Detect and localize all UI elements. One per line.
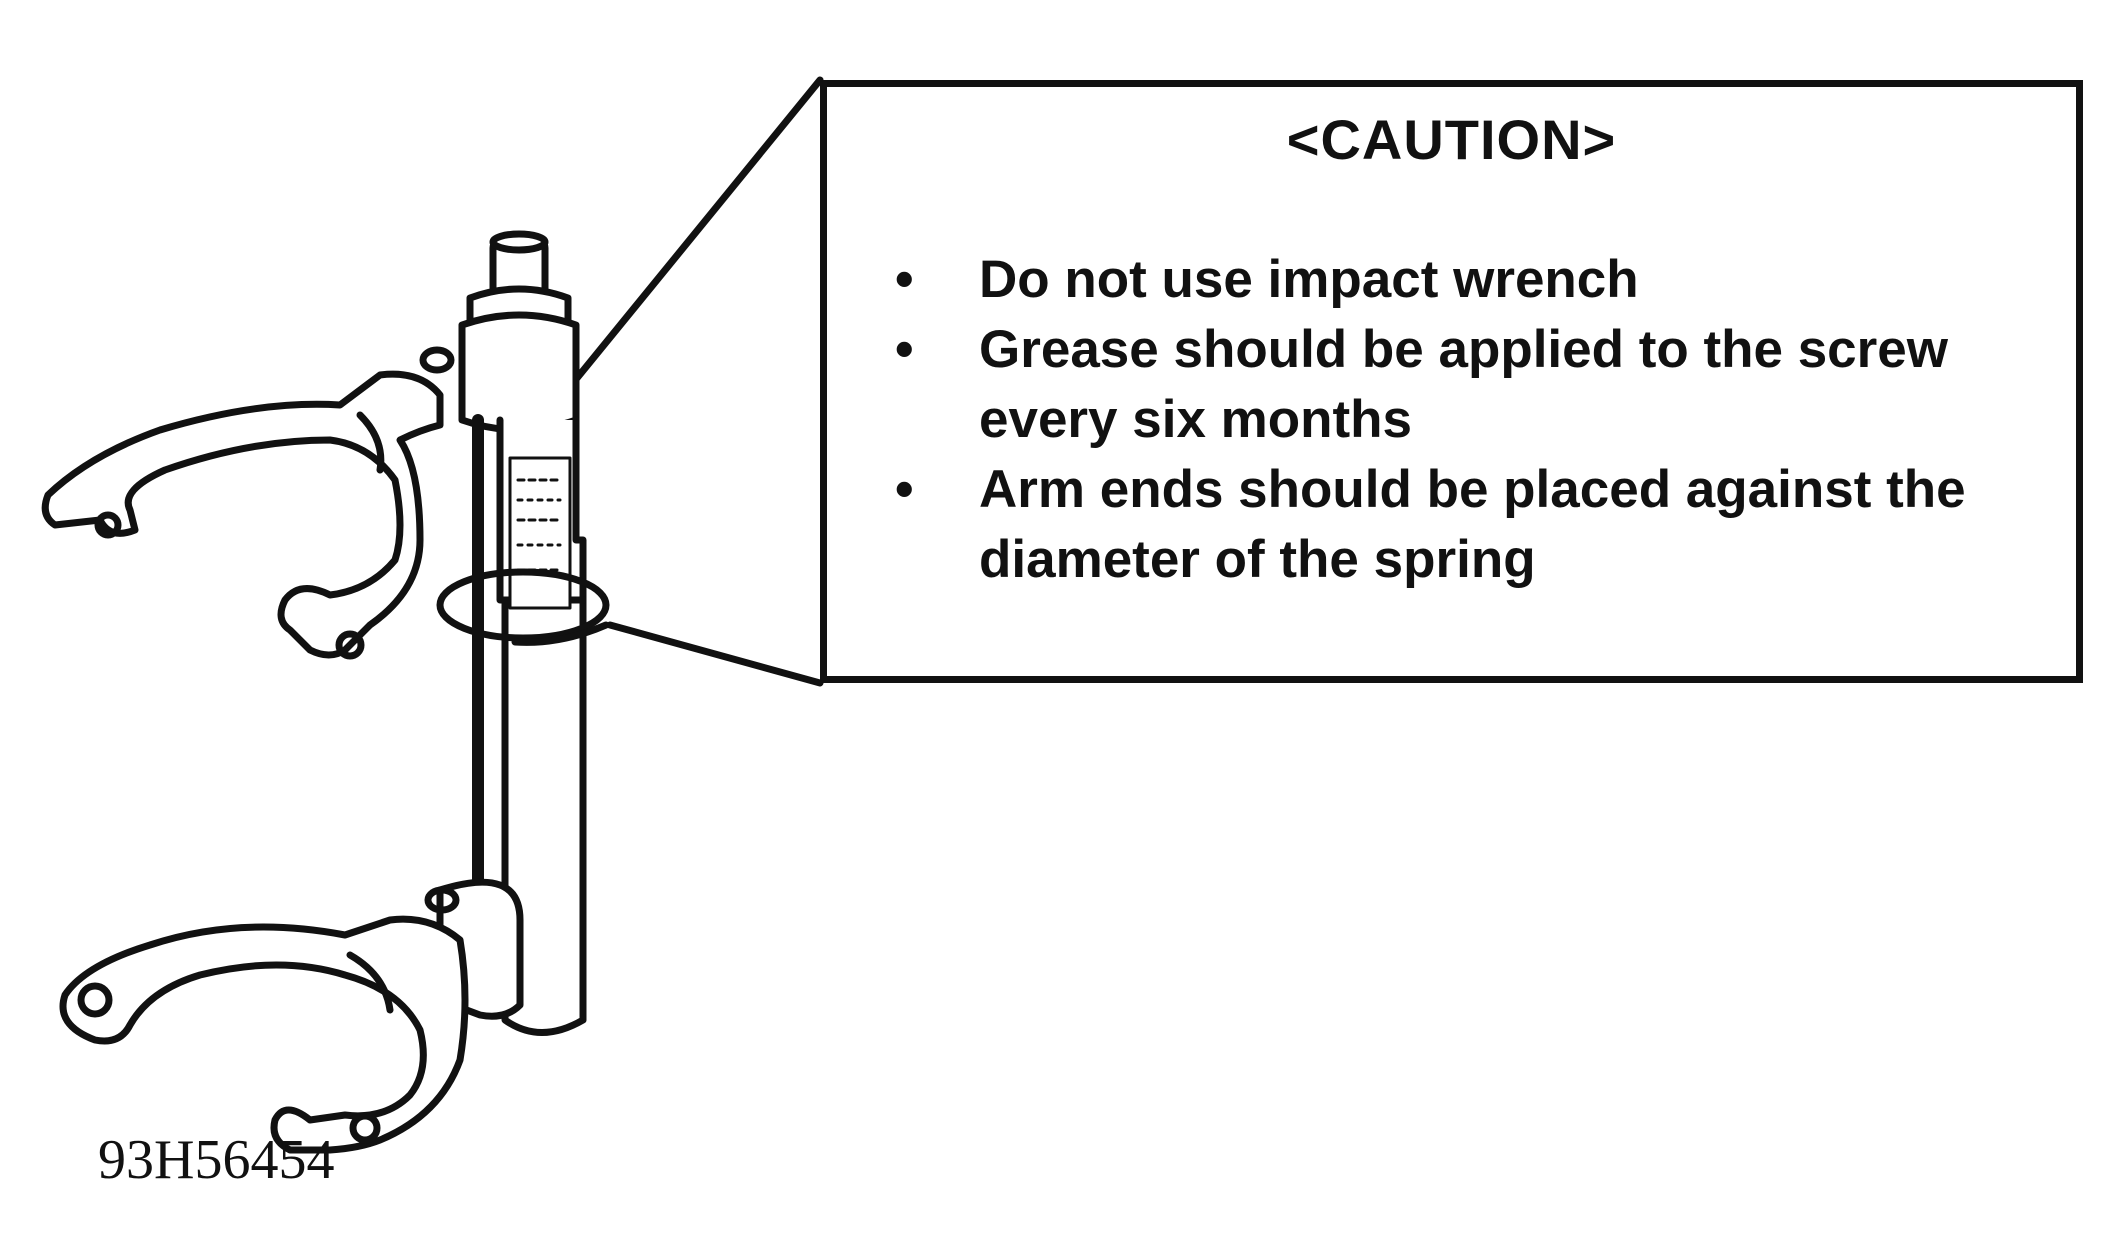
caution-box: <CAUTION> • Do not use impact wrench • G… [820,80,2083,683]
upper-collar [458,311,580,434]
caution-item-text: Grease should be applied to the screw ev… [979,320,1948,449]
caution-item-grease-screw: • Grease should be applied to the screw … [867,315,2046,455]
figure-id: 93H56454 [98,1129,335,1191]
caution-title: <CAUTION> [1286,108,1617,171]
caution-item-text: Do not use impact wrench [979,250,1639,309]
leader-line-bottom [606,621,824,687]
caution-list: • Do not use impact wrench • Grease shou… [867,245,2046,595]
caution-item-arm-ends: • Arm ends should be placed against the … [867,455,2046,595]
bullet-icon: • [895,460,914,519]
spring-ring [436,568,610,646]
bullet-icon: • [895,250,914,309]
caution-item-text: Arm ends should be placed against the di… [979,460,1966,589]
bullet-icon: • [895,320,914,379]
label-sticker [508,456,572,610]
caution-item-no-impact-wrench: • Do not use impact wrench [867,245,2046,315]
upper-fork-arm [41,370,444,660]
lower-fork-arm [59,915,469,1154]
